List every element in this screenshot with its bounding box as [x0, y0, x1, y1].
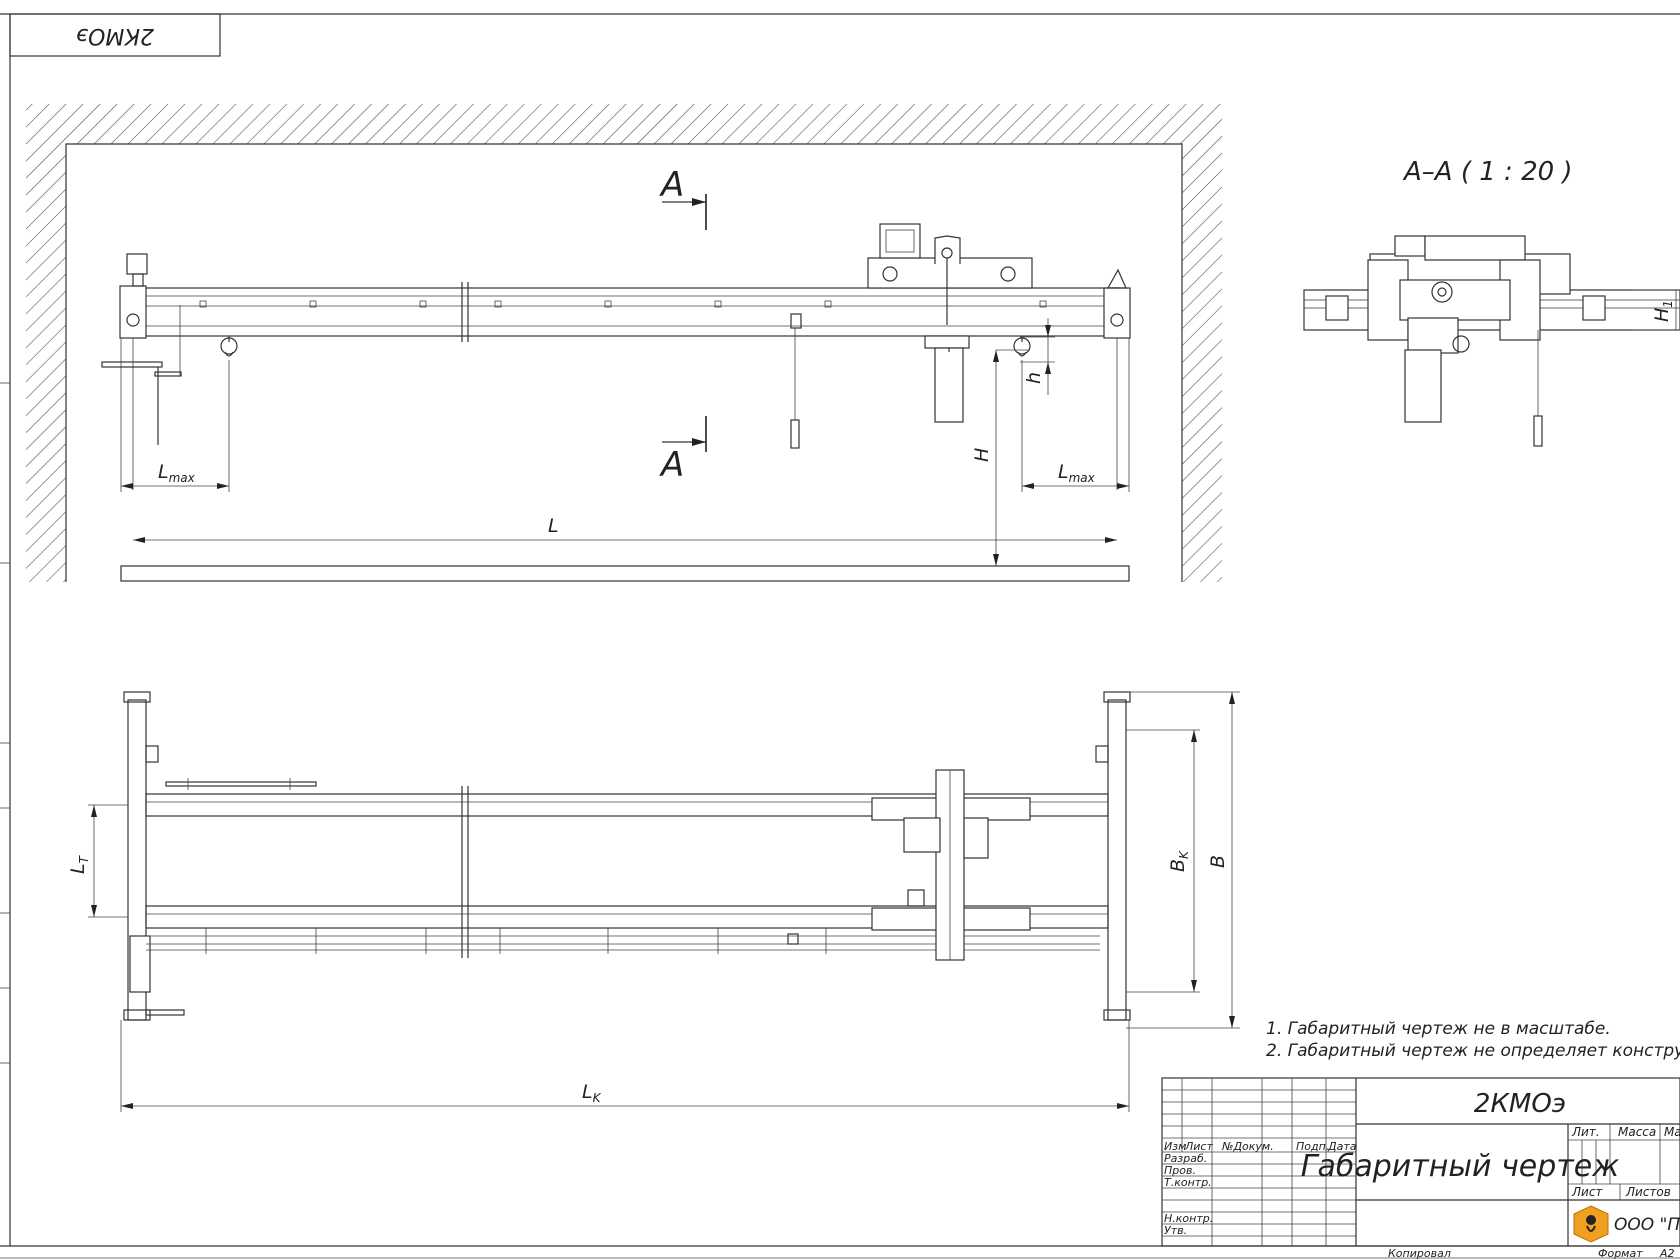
section-mark-top: A — [659, 165, 707, 230]
company-name: ООО "Пром — [1614, 1215, 1680, 1235]
floor-slab — [120, 565, 1130, 582]
svg-text:Подп.: Подп. — [1296, 1140, 1329, 1153]
svg-text:Копировал: Копировал — [1388, 1247, 1451, 1260]
svg-text:LK: LK — [582, 1081, 602, 1105]
svg-text:B: B — [1207, 855, 1229, 868]
svg-text:Ма: Ма — [1664, 1125, 1680, 1139]
svg-text:A: A — [659, 165, 684, 205]
dim-h-small: h — [1020, 318, 1055, 395]
svg-text:Пров.: Пров. — [1164, 1164, 1196, 1177]
title-designation: 2КМОэ — [1474, 1089, 1566, 1119]
svg-text:H: H — [971, 448, 993, 462]
main-girder — [139, 287, 1121, 337]
svg-text:h: h — [1023, 372, 1045, 384]
note-2: 2. Габаритный чертеж не определяет конст… — [1266, 1041, 1680, 1061]
section-mark-bottom: A — [659, 416, 707, 485]
plan-girder-bottom — [145, 905, 1109, 929]
sheet-frame — [0, 13, 1680, 1259]
dim-l: L — [133, 515, 1117, 543]
dim-lt: LT — [67, 804, 128, 918]
dim-lk: LK — [120, 1020, 1130, 1112]
hoist-trolley — [867, 223, 1033, 423]
svg-text:Формат: Формат — [1598, 1247, 1643, 1260]
svg-text:H1: H1 — [1651, 300, 1675, 322]
svg-text:Т.контр.: Т.контр. — [1164, 1176, 1212, 1189]
svg-text:№Докум.: №Докум. — [1221, 1140, 1274, 1153]
title-block: 2КМОэ Габаритный чертеж Изм Лист №Докум.… — [1161, 1077, 1680, 1260]
svg-text:BK: BK — [1167, 850, 1191, 872]
dim-bk: BK — [1126, 729, 1200, 993]
svg-text:L: L — [548, 515, 559, 537]
dim-h: H — [971, 349, 1030, 566]
svg-text:Листов: Листов — [1625, 1185, 1671, 1199]
plan-trolley — [787, 769, 1031, 961]
title-name: Габаритный чертеж — [1301, 1149, 1620, 1184]
svg-text:Lmax: Lmax — [1058, 461, 1096, 485]
building-wall-hatch — [26, 104, 1222, 582]
plan-right-end-beam — [1107, 699, 1127, 1021]
svg-text:LT: LT — [67, 854, 91, 874]
svg-text:Н.контр.: Н.контр. — [1164, 1212, 1213, 1225]
dim-b: B — [1126, 691, 1240, 1029]
top-stamp-text: 2КМОэ — [76, 23, 154, 48]
svg-text:Масса: Масса — [1618, 1125, 1656, 1139]
svg-text:Дата: Дата — [1327, 1140, 1357, 1153]
svg-text:Утв.: Утв. — [1164, 1224, 1187, 1237]
svg-text:Лист: Лист — [1571, 1185, 1603, 1199]
pendant-control — [790, 313, 802, 449]
svg-text:А2: А2 — [1659, 1247, 1675, 1260]
right-end-carriage — [1103, 287, 1131, 339]
svg-text:Лит.: Лит. — [1571, 1125, 1600, 1139]
svg-text:Lmax: Lmax — [158, 461, 196, 485]
svg-text:Лист: Лист — [1184, 1140, 1213, 1153]
plan-view: LT BK B LK — [67, 691, 1240, 1112]
svg-text:Разраб.: Разраб. — [1164, 1152, 1207, 1165]
top-stamp: 2КМОэ — [9, 13, 221, 57]
left-end-carriage — [119, 285, 147, 339]
notes: 1. Габаритный чертеж не в масштабе. 2. Г… — [1266, 1019, 1680, 1061]
note-1: 1. Габаритный чертеж не в масштабе. — [1266, 1019, 1611, 1039]
hook-right — [1013, 336, 1031, 357]
section-view: А–А ( 1 : 20 ) H1 — [1303, 157, 1680, 447]
svg-text:Изм: Изм — [1164, 1140, 1186, 1153]
section-title: А–А ( 1 : 20 ) — [1402, 157, 1573, 187]
dim-lmax-right: Lmax — [1021, 338, 1130, 492]
hook-left — [220, 336, 238, 357]
elevation-view: A A Lmax Lmax — [26, 104, 1222, 582]
svg-text:A: A — [659, 445, 684, 485]
plan-girder-top — [145, 793, 1109, 817]
dim-lmax-left: Lmax — [120, 338, 230, 492]
